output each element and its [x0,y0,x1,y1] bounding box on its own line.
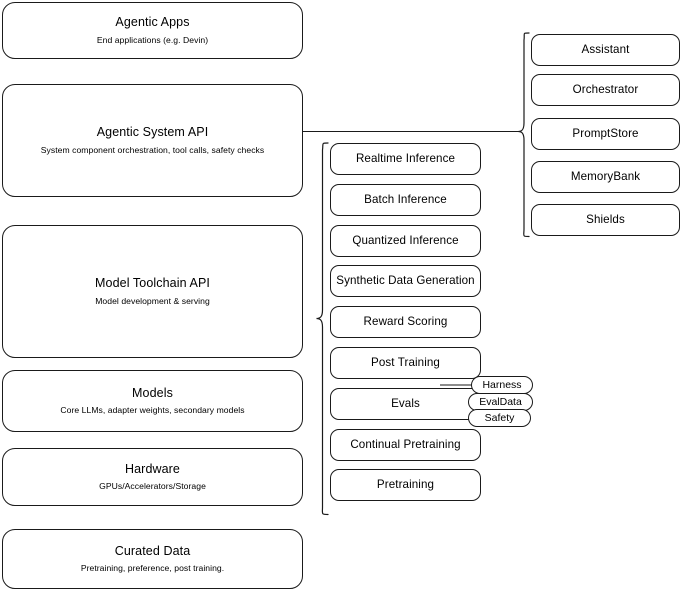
layer-title: Curated Data [114,543,191,558]
card-label: Post Training [371,355,440,369]
card-label: Reward Scoring [363,314,448,328]
layer-agentic-apps[interactable]: Agentic Apps End applications (e.g. Devi… [2,2,303,59]
toolchain-card-synthetic-data-generation[interactable]: Synthetic Data Generation [330,265,481,297]
layer-model-toolchain-api[interactable]: Model Toolchain API Model development & … [2,225,303,358]
evals-pill-evaldata[interactable]: EvalData [468,393,533,411]
system-card-memorybank[interactable]: MemoryBank [531,161,680,193]
layer-models[interactable]: Models Core LLMs, adapter weights, secon… [2,370,303,432]
card-label: Evals [391,396,420,410]
card-label: Quantized Inference [352,233,459,247]
layer-title: Hardware [125,461,180,476]
toolchain-card-realtime-inference[interactable]: Realtime Inference [330,143,481,175]
right-brace [518,32,530,238]
middle-brace [316,142,329,516]
layer-subtitle: Model development & serving [95,295,210,306]
pill-label: Harness [482,379,522,391]
toolchain-card-post-training[interactable]: Post Training [330,347,481,379]
toolchain-card-continual-pretraining[interactable]: Continual Pretraining [330,429,481,461]
toolchain-card-reward-scoring[interactable]: Reward Scoring [330,306,481,338]
layer-subtitle: Pretraining, preference, post training. [80,563,225,574]
layer-title: Agentic System API [96,125,209,140]
system-card-shields[interactable]: Shields [531,204,680,236]
system-card-assistant[interactable]: Assistant [531,34,680,66]
layer-title: Agentic Apps [115,15,190,30]
system-card-promptstore[interactable]: PromptStore [531,118,680,150]
layer-subtitle: Core LLMs, adapter weights, secondary mo… [60,405,245,416]
card-label: Shields [586,212,625,226]
evals-pill-harness[interactable]: Harness [471,376,533,394]
layer-subtitle: End applications (e.g. Devin) [96,34,209,45]
layer-subtitle: System component orchestration, tool cal… [40,144,265,155]
toolchain-card-quantized-inference[interactable]: Quantized Inference [330,225,481,257]
card-label: Pretraining [376,477,435,491]
layer-agentic-system-api[interactable]: Agentic System API System component orch… [2,84,303,197]
evals-pill-safety[interactable]: Safety [468,409,531,427]
pill-label: Safety [484,412,515,424]
pill-label: EvalData [479,396,522,408]
toolchain-card-evals[interactable]: Evals [330,388,481,420]
toolchain-card-pretraining[interactable]: Pretraining [330,469,481,501]
card-label: Batch Inference [364,192,447,206]
system-card-orchestrator[interactable]: Orchestrator [531,74,680,106]
layer-subtitle: GPUs/Accelerators/Storage [99,481,206,492]
layer-hardware[interactable]: Hardware GPUs/Accelerators/Storage [2,448,303,506]
layer-title: Model Toolchain API [95,276,210,291]
card-label: MemoryBank [570,169,641,183]
layer-title: Models [132,385,173,400]
toolchain-card-batch-inference[interactable]: Batch Inference [330,184,481,216]
card-label: PromptStore [572,126,639,140]
card-label: Assistant [581,42,630,56]
card-label: Realtime Inference [355,151,456,165]
card-label: Orchestrator [572,82,639,96]
card-label: Synthetic Data Generation [336,273,475,287]
layer-curated-data[interactable]: Curated Data Pretraining, preference, po… [2,529,303,589]
card-label: Continual Pretraining [350,437,461,451]
